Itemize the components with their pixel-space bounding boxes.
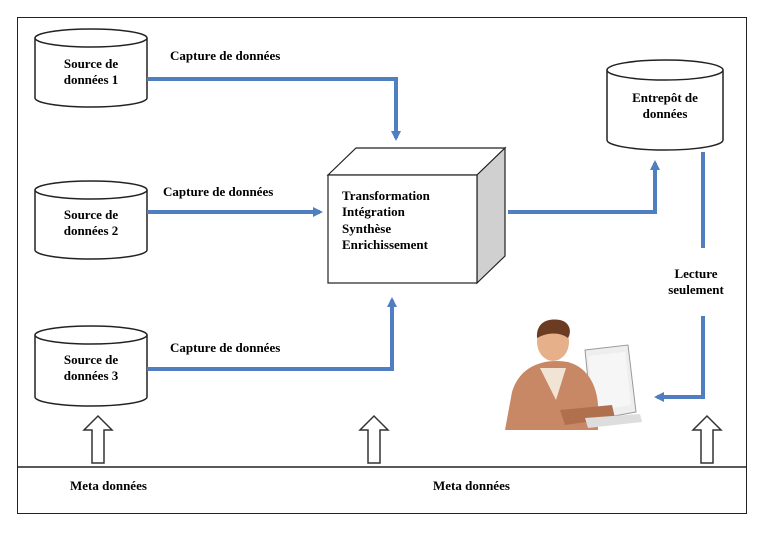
flow-arrow-to-warehouse (508, 160, 660, 214)
source-1-cylinder (34, 28, 148, 108)
read-only-arrow (654, 316, 705, 402)
read-only-label: Lecture seulement (654, 266, 738, 299)
source-2-label-line2: données 2 (63, 223, 119, 239)
source-3-label-line2: données 3 (63, 368, 119, 384)
source-1-label-line1: Source de (63, 56, 119, 71)
source-2-cylinder (34, 180, 148, 260)
user-at-computer-icon (505, 319, 642, 430)
capture-label-2: Capture de données (163, 184, 274, 199)
process-step-integration: Intégration (342, 204, 405, 220)
process-step-synthesis: Synthèse (342, 220, 392, 236)
source-2-label-line1: Source de (63, 207, 119, 222)
metadata-label-center: Meta données (433, 478, 510, 493)
source-3-label: Source de données 3 (42, 352, 140, 385)
metadata-up-arrow-2 (358, 414, 390, 464)
process-box-label: Transformation Intégration Synthèse Enri… (342, 188, 430, 253)
read-only-label-line1: Lecture (674, 266, 718, 281)
source-2-label: Source de données 2 (42, 207, 140, 240)
process-cube (326, 146, 507, 285)
diagram-frame (17, 17, 747, 514)
metadata-up-arrow-3 (691, 414, 723, 464)
source-1-label: Source de données 1 (42, 56, 140, 89)
metadata-label-left: Meta données (70, 478, 147, 493)
warehouse-label-line2: données (642, 106, 688, 122)
flow-arrow-source-1 (147, 77, 401, 141)
metadata-up-arrow-1 (82, 414, 114, 464)
process-step-enrichment: Enrichissement (342, 236, 428, 252)
capture-label-3: Capture de données (170, 340, 281, 355)
warehouse-label-line1: Entrepôt de (632, 90, 698, 105)
warehouse-cylinder (606, 59, 724, 151)
read-only-label-line2: seulement (668, 282, 724, 298)
source-1-label-line2: données 1 (63, 72, 119, 88)
source-3-cylinder (34, 325, 148, 407)
capture-label-1: Capture de données (170, 48, 281, 63)
process-step-transformation: Transformation (342, 188, 430, 203)
warehouse-label: Entrepôt de données (610, 90, 720, 123)
flow-arrow-source-3 (147, 297, 397, 371)
source-3-label-line1: Source de (63, 352, 119, 367)
